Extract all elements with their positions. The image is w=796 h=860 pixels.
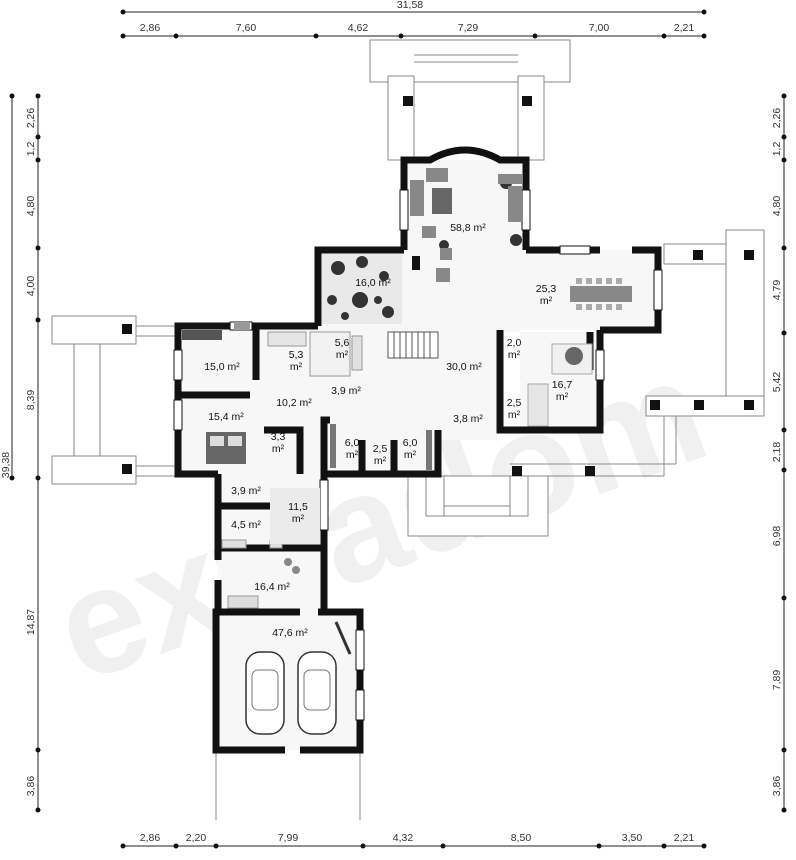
dim-top-1: 2,86 — [140, 22, 161, 34]
area-utility: 11,5 — [288, 501, 308, 513]
dim-right-6: 2,18 — [771, 442, 783, 463]
dim-bottom-2: 2,20 — [186, 832, 207, 844]
area-corridor-2: 10,2 m² — [276, 397, 312, 409]
garage-cars — [245, 621, 352, 735]
dim-top-total: 31,58 — [397, 0, 423, 11]
area-storage-1-unit: m² — [346, 449, 359, 461]
area-hall: 30,0 m² — [446, 361, 482, 373]
area-kitchen-unit: m² — [556, 391, 569, 403]
dim-right-9: 3,86 — [771, 776, 783, 797]
dim-top-6: 2,21 — [674, 22, 695, 34]
top-dimensions: 31,58 2,86 7,60 4,62 7,29 7,00 2,21 — [120, 0, 707, 39]
dim-bottom-5: 8,50 — [511, 832, 532, 844]
dim-bottom-6: 3,50 — [622, 832, 643, 844]
area-kitchen-store: 2,5 — [507, 397, 522, 409]
dim-right-3: 4,80 — [771, 196, 783, 217]
area-kitchen-store-unit: m² — [508, 409, 521, 421]
windows — [173, 189, 663, 721]
left-dimensions: 39,38 2,26 1,2 4,80 4,00 8,39 14,87 3,86 — [0, 93, 41, 813]
room-labels: 58,8 m² 16,0 m² 25,3 m² 30,0 m² 2,0 m² 1… — [204, 222, 572, 639]
area-pantry-unit: m² — [508, 349, 521, 361]
living-furniture — [410, 168, 522, 282]
dim-right-1: 2,26 — [771, 108, 783, 129]
winter-garden-plants — [322, 177, 522, 324]
dim-top-4: 7,29 — [458, 22, 479, 34]
dim-right-5: 5,42 — [771, 372, 783, 393]
bedroom-furniture — [182, 322, 250, 464]
utility-hatch — [270, 424, 432, 544]
dim-top-3: 4,62 — [348, 22, 369, 34]
dim-left-4: 4,00 — [25, 276, 37, 297]
area-bedroom-2: 15,4 m² — [208, 411, 244, 423]
dim-left-1: 2,26 — [25, 108, 37, 129]
area-bedroom-1: 15,0 m² — [204, 361, 240, 373]
area-closet-unit: m² — [272, 443, 285, 455]
dim-right-4: 4,79 — [771, 280, 783, 301]
dim-left-6: 14,87 — [25, 609, 37, 635]
area-vestibule: 3,8 m² — [453, 413, 483, 425]
dim-top-5: 7,00 — [589, 22, 610, 34]
dim-bottom-7: 2,21 — [674, 832, 695, 844]
area-boiler: 16,4 m² — [254, 581, 290, 593]
area-winter-garden: 16,0 m² — [355, 277, 391, 289]
dining-table — [570, 278, 632, 310]
dim-left-5: 8,39 — [25, 390, 37, 411]
kitchen-table — [527, 343, 593, 427]
area-kitchen: 16,7 — [552, 379, 573, 391]
area-corridor-1: 3,9 m² — [331, 385, 361, 397]
dim-top-2: 7,60 — [236, 22, 257, 34]
area-bath-2: 5,6 — [335, 337, 350, 349]
dim-left-3: 4,80 — [25, 196, 37, 217]
dim-right-2: 1,2 — [771, 142, 783, 157]
dim-right-8: 7,89 — [771, 670, 783, 691]
walls — [174, 146, 662, 754]
dim-right-7: 6,98 — [771, 526, 783, 547]
area-bath-2-unit: m² — [336, 349, 349, 361]
area-storage-2-unit: m² — [404, 449, 417, 461]
dim-bottom-1: 2,86 — [140, 832, 161, 844]
bottom-dimensions: 2,86 2,20 7,99 4,32 8,50 3,50 2,21 — [120, 832, 707, 849]
area-wc-unit: m² — [374, 455, 387, 467]
dim-left-7: 3,86 — [25, 776, 37, 797]
right-dimensions: 2,26 1,2 4,80 4,79 5,42 2,18 6,98 7,89 3… — [771, 93, 787, 813]
area-storage-2: 6,0 — [403, 437, 418, 449]
area-pantry: 2,0 — [507, 337, 522, 349]
dim-left-2: 1,2 — [25, 142, 37, 157]
area-dining-unit: m² — [540, 295, 553, 307]
area-bath-1: 5,3 — [289, 349, 304, 361]
area-closet: 3,3 — [271, 431, 286, 443]
area-utility-unit: m² — [292, 513, 305, 525]
dim-left-total: 39,38 — [0, 452, 12, 478]
area-garage: 47,6 m² — [272, 627, 308, 639]
dim-bottom-4: 4,32 — [393, 832, 414, 844]
dim-bottom-3: 7,99 — [278, 832, 299, 844]
area-dining: 25,3 — [536, 283, 557, 295]
column-posts — [122, 96, 754, 476]
staircase — [387, 331, 439, 359]
area-bath-3: 4,5 m² — [231, 519, 261, 531]
area-living: 58,8 m² — [450, 222, 486, 234]
area-wc: 2,5 — [373, 443, 388, 455]
area-laundry: 3,9 m² — [231, 485, 261, 497]
floor-fill — [178, 160, 658, 750]
area-bath-1-unit: m² — [290, 361, 303, 373]
area-storage-1: 6,0 — [345, 437, 360, 449]
